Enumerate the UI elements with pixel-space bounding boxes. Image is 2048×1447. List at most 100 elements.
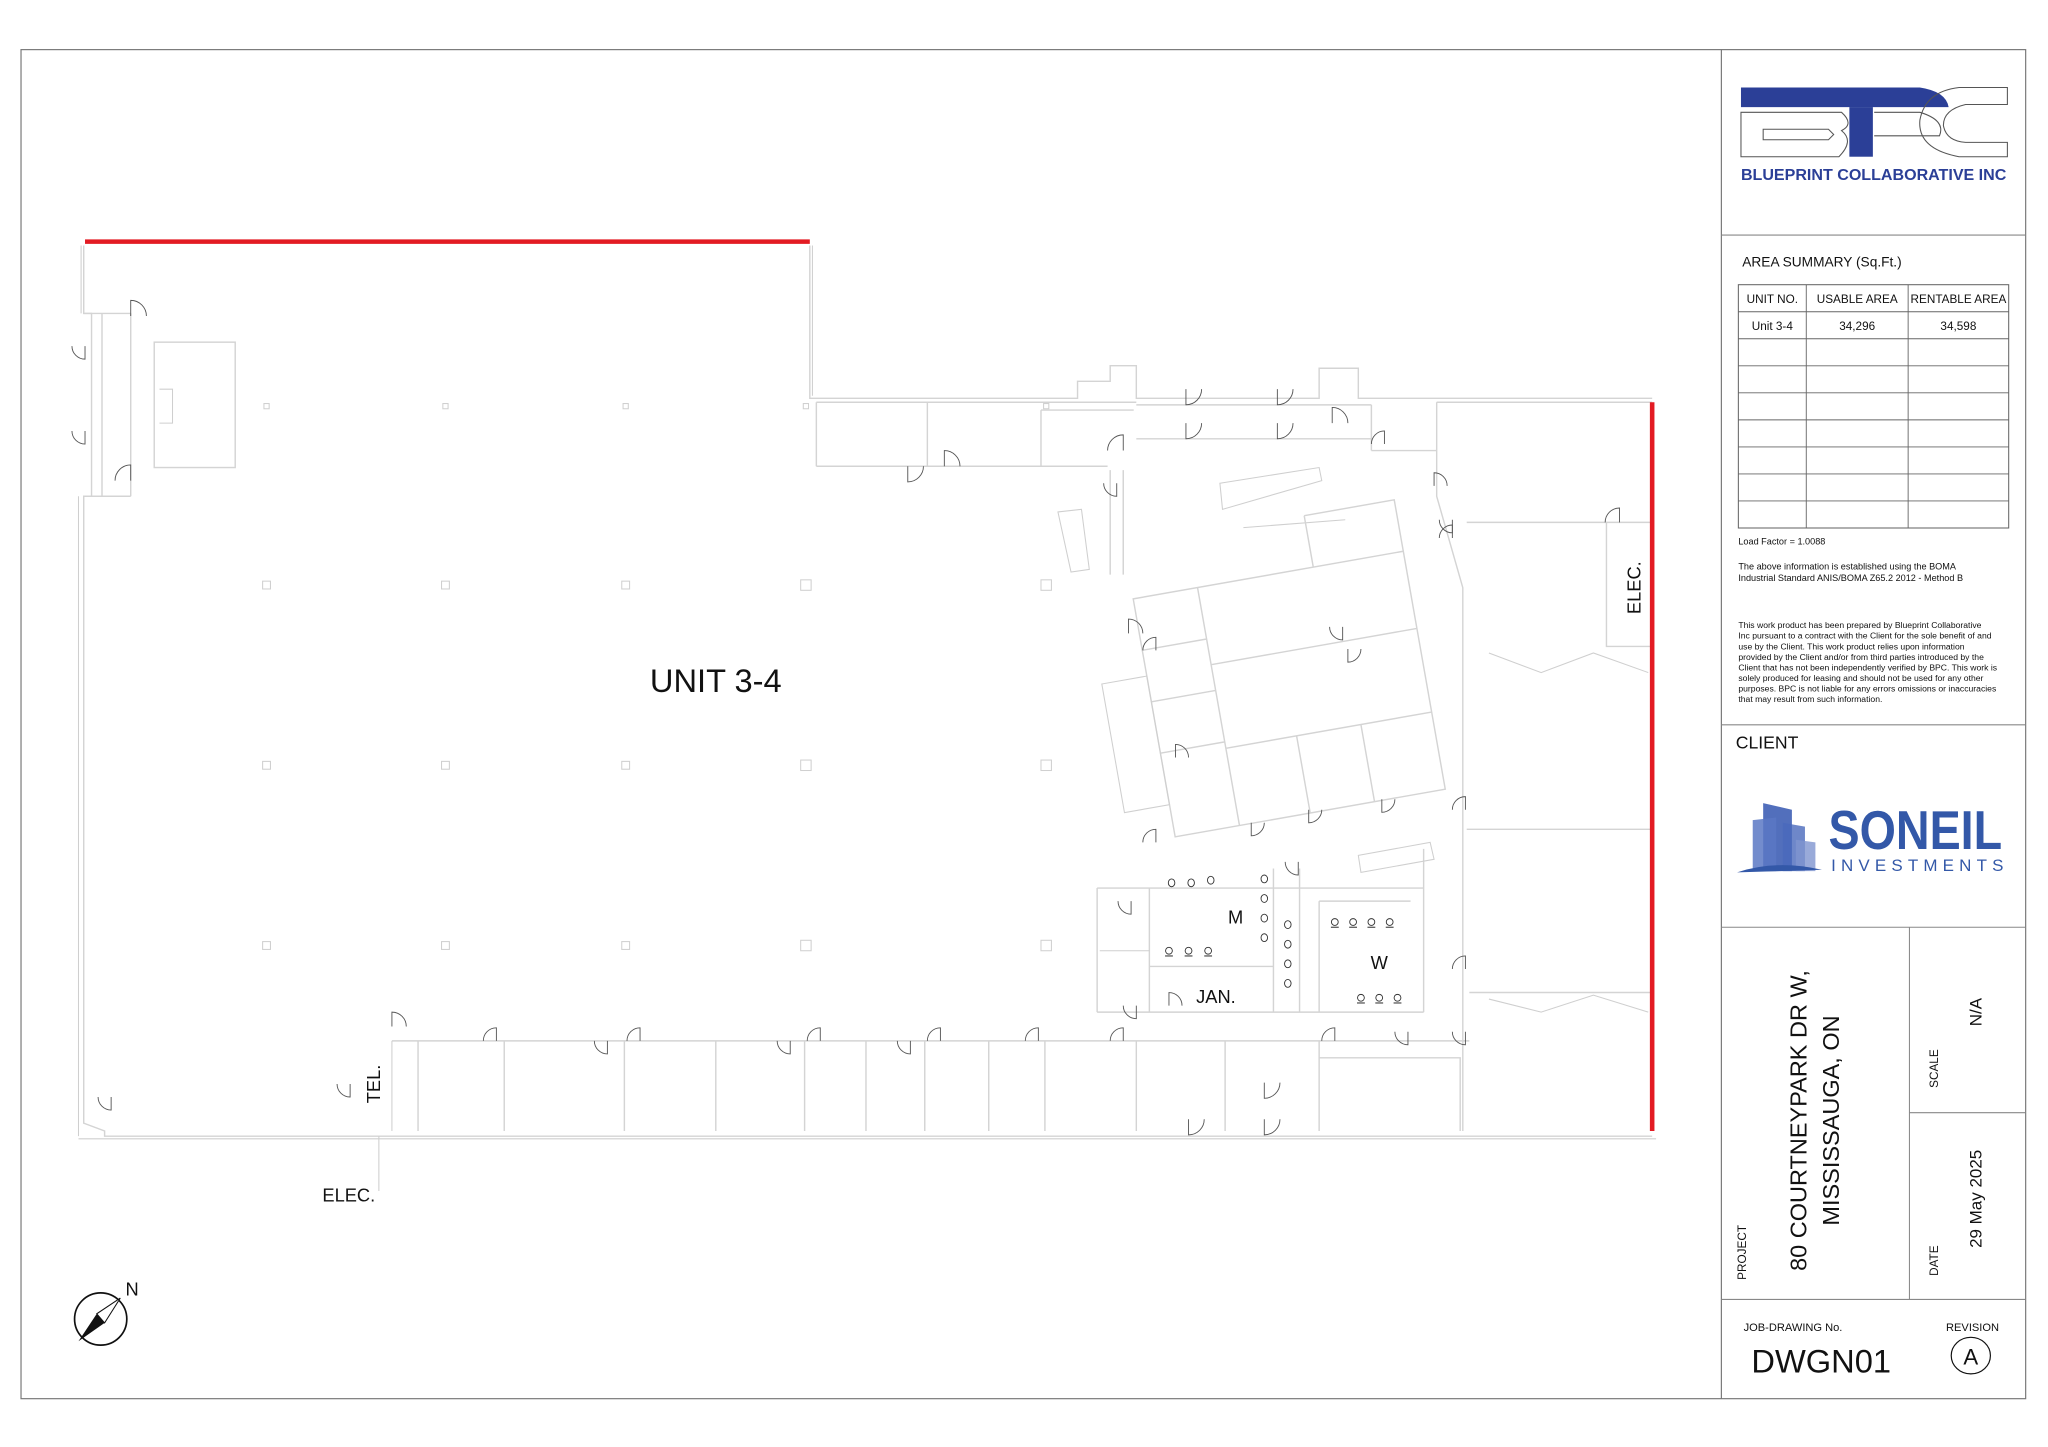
door-swing (1185, 389, 1203, 406)
column-marker (621, 941, 631, 950)
door-swing (1321, 1027, 1336, 1041)
toilet-icon (1349, 918, 1357, 926)
tel-room-label: TEL. (363, 1065, 384, 1104)
elec-room-label: ELEC. (1623, 561, 1644, 614)
door-swing (1451, 1031, 1466, 1046)
table-cell: 34,296 (1839, 320, 1875, 333)
door-swing (71, 346, 86, 360)
toilet-icon (1375, 993, 1384, 1002)
column-marker (442, 403, 449, 410)
date-value: 29 May 2025 (1966, 1150, 1985, 1248)
disclaimer-line: purposes. BPC is not liable for any erro… (1738, 684, 1996, 694)
door-swing (1276, 423, 1294, 440)
door-swing (1276, 389, 1294, 406)
door-swing (1142, 828, 1157, 843)
column-marker (621, 580, 631, 590)
toilet-icon (1393, 993, 1402, 1002)
sink-icon (1260, 894, 1269, 903)
disclaimer-line: provided by the Client and/or from third… (1738, 652, 1984, 662)
door-swing (71, 430, 86, 445)
scale-label: SCALE (1928, 1049, 1941, 1088)
door-swing (1370, 430, 1385, 445)
door-swing (1250, 822, 1265, 837)
toilet-icon (1165, 946, 1173, 955)
door-swing (1188, 1119, 1205, 1136)
sink-icon (1284, 959, 1292, 969)
door-swing (97, 1096, 112, 1111)
column-marker (1043, 403, 1050, 410)
column-marker (263, 403, 270, 410)
door-swing (114, 464, 132, 481)
unit-label: UNIT 3-4 (650, 662, 782, 699)
disclaimer-line: This work product has been prepared by B… (1738, 620, 1981, 630)
column-marker (800, 579, 812, 591)
toilet-icon (1367, 918, 1376, 926)
sink-icon (1207, 875, 1215, 885)
door-swing (1394, 1031, 1409, 1046)
door-swing (806, 1027, 821, 1041)
door-swing (907, 466, 924, 483)
sink-icon (1284, 979, 1292, 988)
sink-icon (1260, 913, 1269, 923)
column-header: RENTABLE AREA (1911, 293, 2007, 306)
project-address-line1: 80 COURTNEYPARK DR W, (1785, 970, 1811, 1271)
door-swing (1263, 1082, 1281, 1099)
project-address-line2: MISSISSAUGA, ON (1818, 1015, 1844, 1225)
table-cell: Unit 3-4 (1752, 320, 1794, 333)
table-cell: 34,598 (1940, 320, 1976, 333)
door-swing (626, 1027, 641, 1041)
door-swing (1433, 472, 1448, 486)
bpc-logo: BLUEPRINT COLLABORATIVE INC (1740, 86, 2008, 184)
scale-value: N/A (1966, 997, 1985, 1026)
sink-icon (1260, 874, 1269, 884)
column-marker (441, 580, 450, 590)
door-swing (1103, 483, 1118, 497)
door-swing (1284, 861, 1299, 876)
column-marker (1040, 939, 1052, 952)
client-logo-sub: INVESTMENTS (1831, 856, 2003, 875)
north-arrow-icon: N (73, 1279, 139, 1346)
area-summary-title: AREA SUMMARY (Sq.Ft.) (1742, 254, 1901, 269)
client-label: CLIENT (1736, 732, 1799, 752)
door-swing (336, 1083, 351, 1098)
disclaimer-line: Inc pursuant to a contract with the Clie… (1738, 631, 1991, 641)
disclaimer-line: use by the Client. This work product rel… (1738, 641, 1964, 651)
disclaimer: This work product has been prepared by B… (1738, 620, 1997, 704)
door-swing (1438, 524, 1453, 539)
door-swing (1451, 955, 1466, 970)
door-swing (1024, 1027, 1039, 1041)
sink-icon (1260, 933, 1269, 943)
door-swing (1451, 796, 1466, 810)
north-label: N (126, 1279, 139, 1300)
door-swing (1604, 507, 1620, 523)
column-marker (262, 760, 271, 770)
door-swing (943, 450, 961, 467)
toilet-icon (1385, 918, 1394, 926)
column-marker (802, 403, 810, 410)
title-block: BLUEPRINT COLLABORATIVE INC AREA SUMMARY… (1721, 86, 2026, 1380)
column-header: USABLE AREA (1817, 293, 1898, 306)
janitor-room-label: JAN. (1196, 986, 1236, 1007)
door-swing (1117, 901, 1132, 915)
door-swing (1107, 434, 1124, 451)
load-factor: Load Factor = 1.0088 (1738, 537, 1825, 547)
door-swing (1263, 1119, 1281, 1136)
standard-note-line: The above information is established usi… (1738, 561, 1957, 571)
door-swing (1185, 423, 1203, 440)
toilet-icon (1184, 946, 1193, 955)
door-swing (1175, 743, 1190, 758)
column-marker (800, 759, 812, 772)
door-swing (1347, 649, 1362, 663)
column-marker (800, 939, 812, 952)
column-marker (441, 941, 450, 950)
sheet-border (20, 49, 2027, 1400)
column-marker (262, 580, 271, 590)
door-swing (1308, 809, 1323, 824)
column-marker (622, 403, 629, 410)
door-swing (1128, 618, 1144, 634)
door-swing (391, 1011, 407, 1027)
sink-icon (1284, 939, 1292, 949)
door-swing (1329, 626, 1344, 641)
